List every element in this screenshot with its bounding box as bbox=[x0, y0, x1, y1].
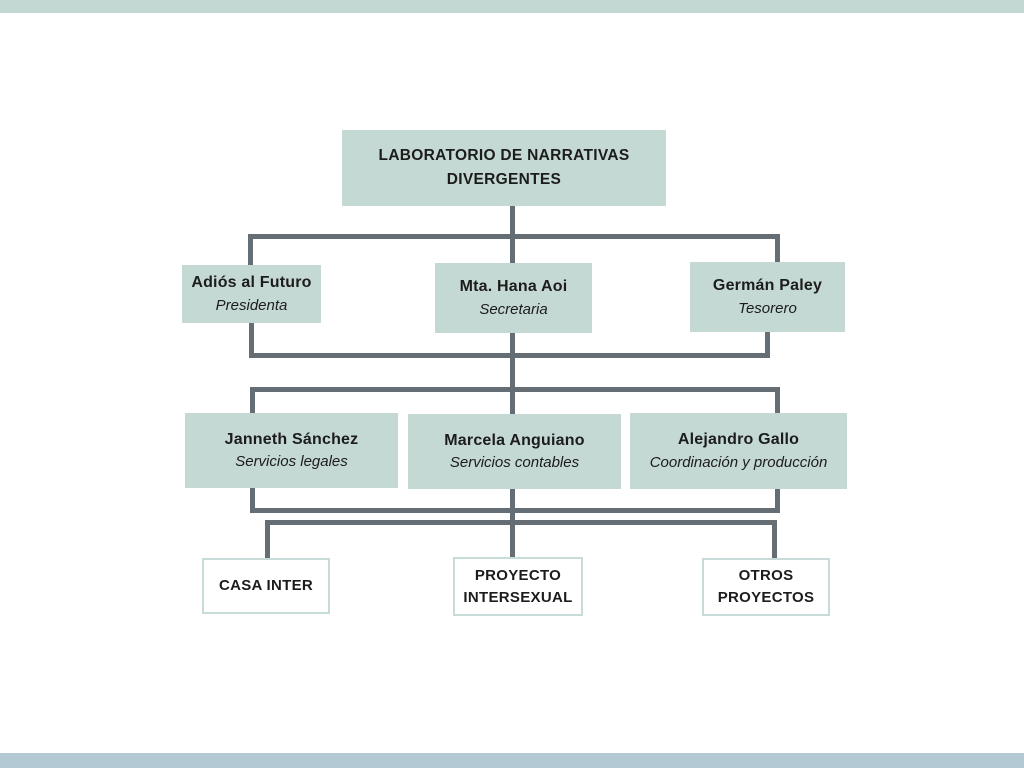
project-name: PROYECTO INTERSEXUAL bbox=[463, 566, 573, 606]
project-name: OTROS PROYECTOS bbox=[717, 567, 815, 606]
member-name: Germán Paley bbox=[712, 277, 823, 295]
member-role: Servicios contables bbox=[449, 454, 580, 472]
org-node-coordinacion-produccion: Alejandro Gallo Coordinación y producció… bbox=[630, 413, 847, 489]
connector-rise-coordinacion bbox=[775, 489, 780, 513]
member-role: Secretaria bbox=[479, 300, 548, 318]
org-node-casa-inter: CASA INTER bbox=[202, 558, 330, 614]
bottom-accent-bar bbox=[0, 753, 1024, 768]
connector-drop-secretaria bbox=[510, 239, 515, 263]
member-name: Marcela Anguiano bbox=[444, 431, 585, 449]
org-node-otros-proyectos: OTROS PROYECTOS bbox=[702, 558, 830, 616]
org-node-servicios-contables: Marcela Anguiano Servicios contables bbox=[408, 414, 621, 489]
member-role: Coordinación y producción bbox=[649, 453, 828, 471]
top-accent-bar bbox=[0, 0, 1024, 13]
connector-drop-presidenta bbox=[248, 234, 253, 265]
org-node-proyecto-intersexual: PROYECTO INTERSEXUAL bbox=[453, 557, 583, 616]
connector-mid-trunk bbox=[510, 333, 515, 414]
member-name: Alejandro Gallo bbox=[677, 431, 800, 449]
connector-rise-tesorero bbox=[765, 332, 770, 358]
connector-root-trunk bbox=[510, 205, 515, 239]
org-node-secretaria: Mta. Hana Aoi Secretaria bbox=[435, 263, 592, 333]
connector-level2-distributor bbox=[248, 234, 780, 239]
connector-drop-coordinacion bbox=[775, 387, 780, 413]
connector-rise-presidenta bbox=[249, 323, 254, 358]
connector-drop-casa-inter bbox=[265, 520, 270, 558]
org-node-root: LABORATORIO DE NARRATIVAS DIVERGENTES bbox=[342, 130, 666, 206]
org-node-tesorero: Germán Paley Tesorero bbox=[690, 262, 845, 332]
connector-drop-otros-proyectos bbox=[772, 520, 777, 558]
member-name: Mta. Hana Aoi bbox=[459, 278, 568, 296]
connector-level4-distributor bbox=[265, 520, 777, 525]
connector-level3-distributor bbox=[250, 387, 780, 392]
connector-drop-legales bbox=[250, 387, 255, 413]
connector-level3-collector bbox=[250, 508, 780, 513]
member-role: Presidenta bbox=[215, 296, 288, 314]
org-node-servicios-legales: Janneth Sánchez Servicios legales bbox=[185, 413, 398, 488]
org-node-root-title: LABORATORIO DE NARRATIVAS DIVERGENTES bbox=[378, 146, 630, 188]
member-name: Adiós al Futuro bbox=[191, 274, 312, 292]
member-name: Janneth Sánchez bbox=[224, 430, 359, 448]
connector-level2-collector bbox=[249, 353, 770, 358]
org-node-presidenta: Adiós al Futuro Presidenta bbox=[182, 265, 321, 323]
connector-drop-tesorero bbox=[775, 234, 780, 262]
member-role: Servicios legales bbox=[235, 453, 348, 471]
project-name: CASA INTER bbox=[218, 577, 314, 595]
connector-rise-legales bbox=[250, 487, 255, 513]
member-role: Tesorero bbox=[738, 299, 797, 317]
